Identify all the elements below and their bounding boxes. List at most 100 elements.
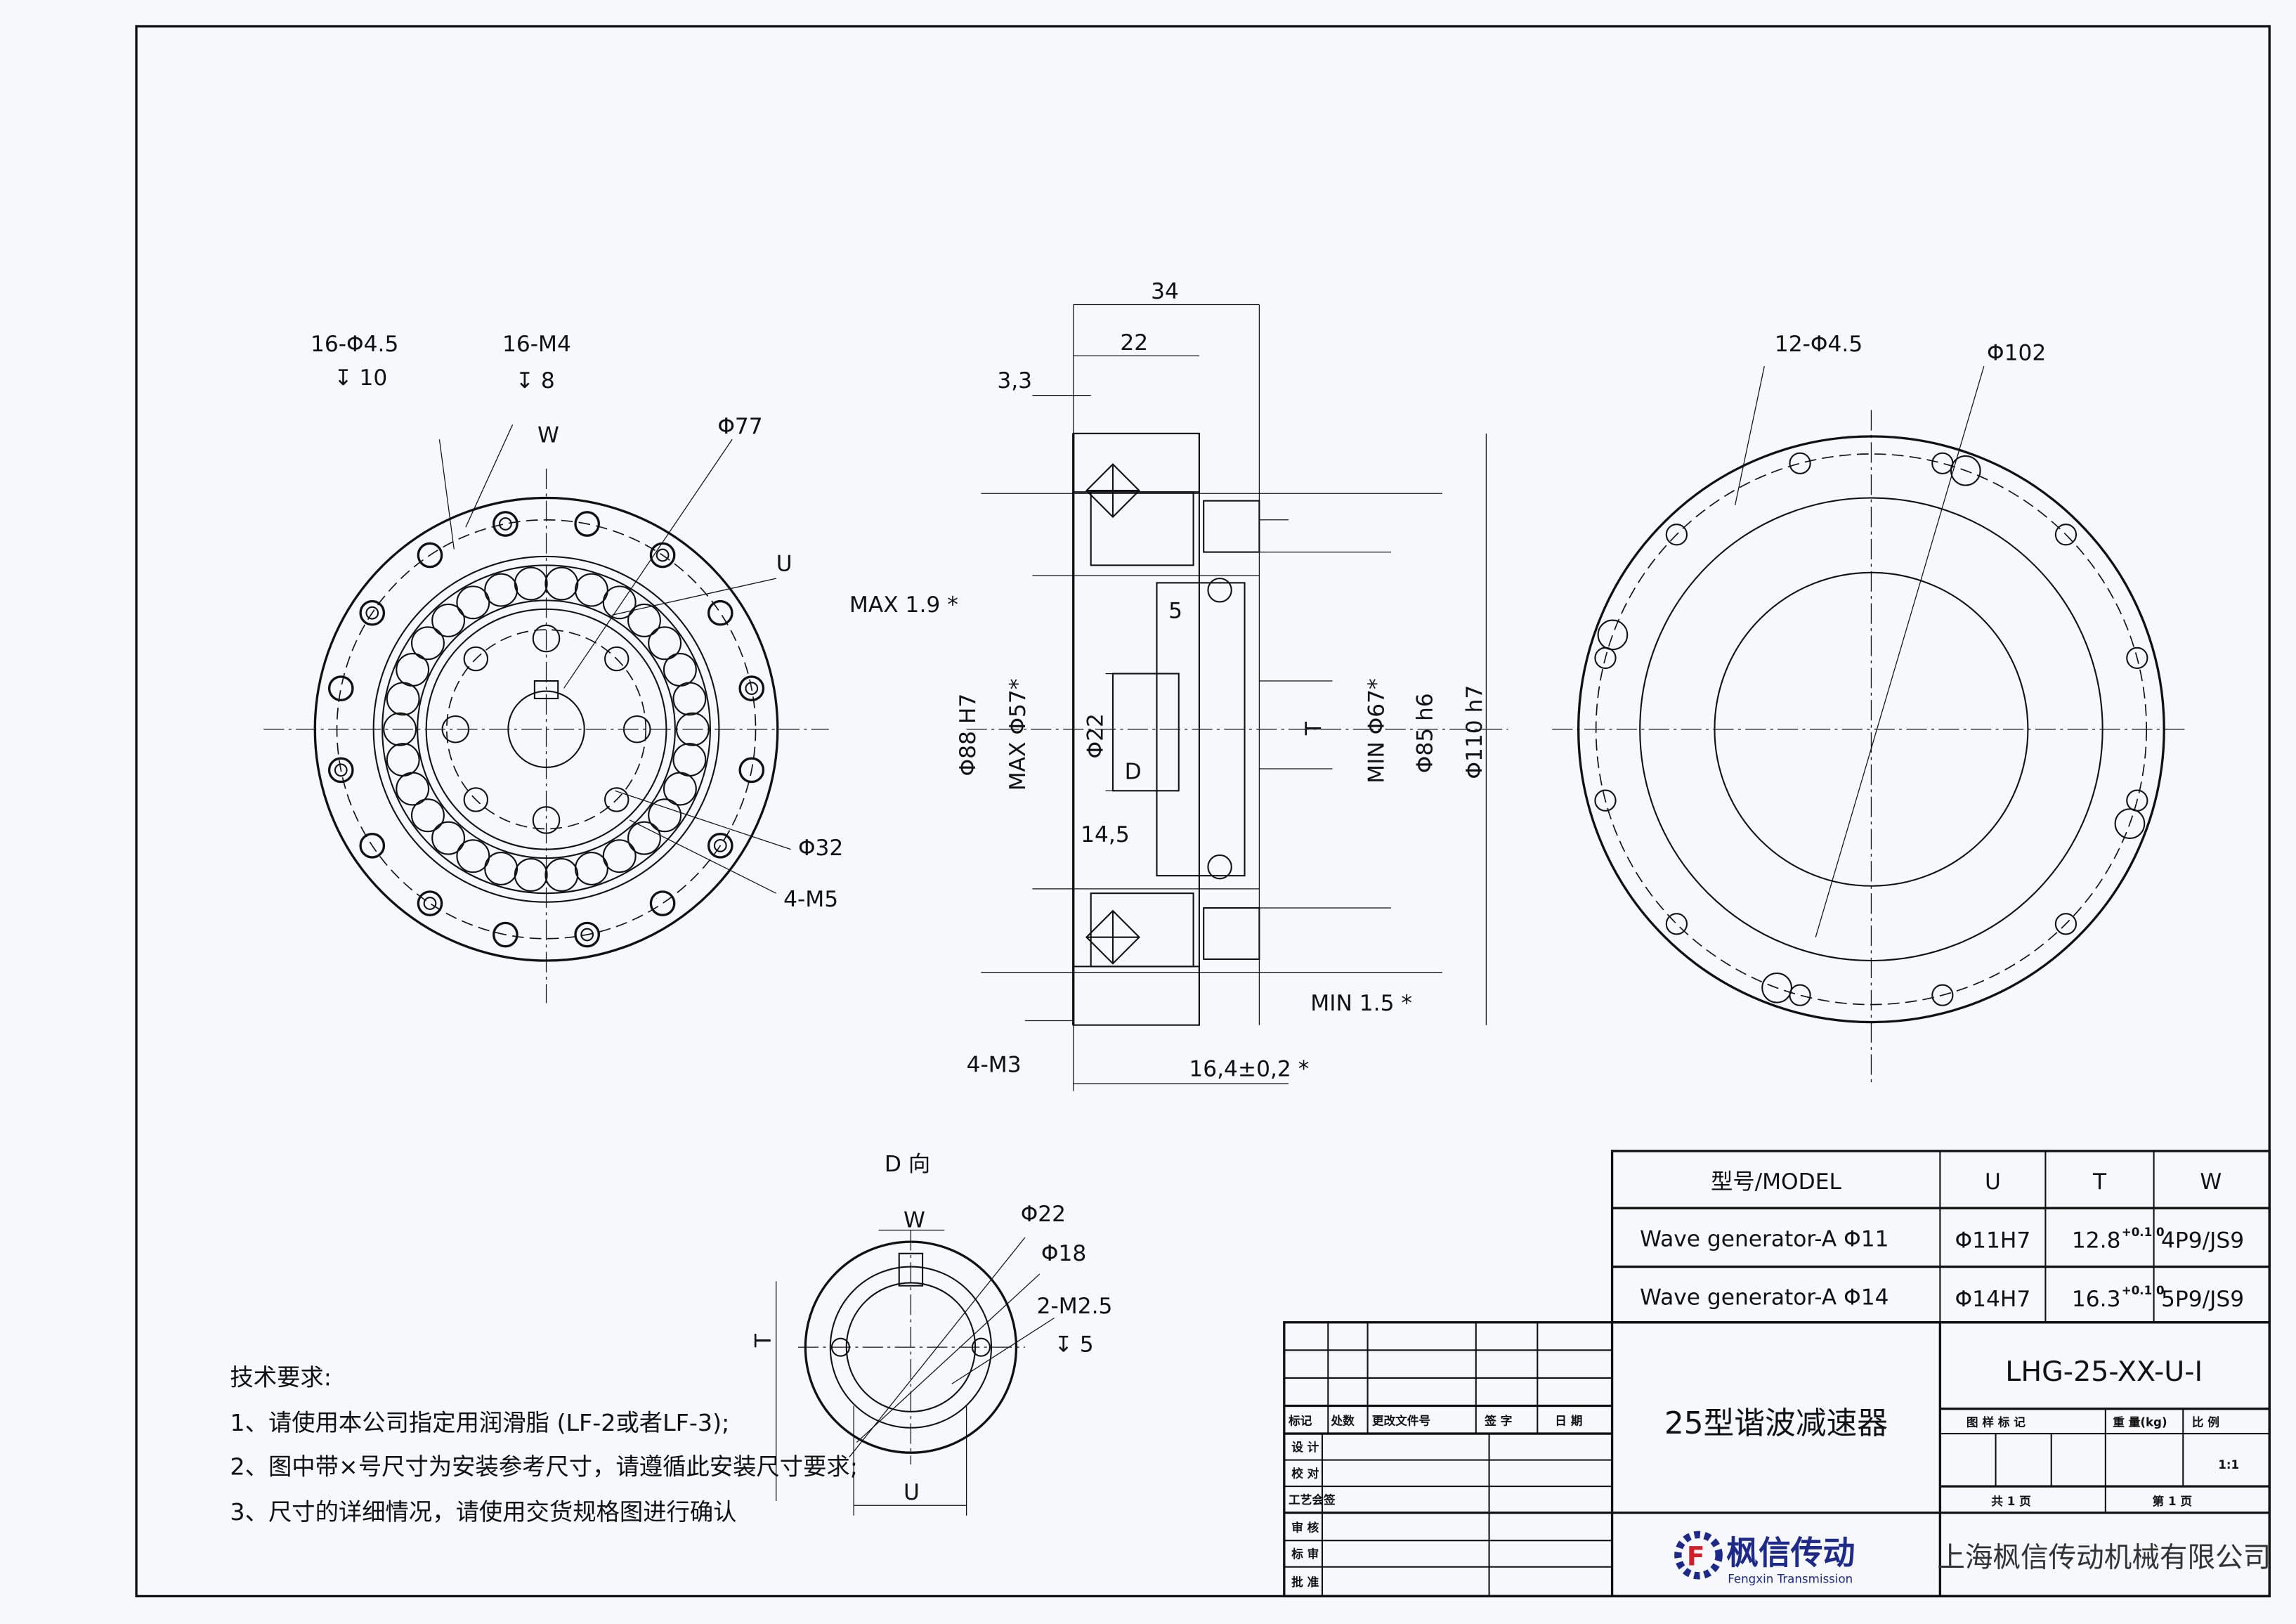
drawing-line xyxy=(951,1317,1055,1384)
roller xyxy=(602,839,637,873)
role: 工艺会签 xyxy=(1289,1493,1336,1507)
tech-title: 技术要求: xyxy=(230,1363,332,1391)
roller xyxy=(574,573,608,607)
roller xyxy=(648,798,682,833)
bolt-hole xyxy=(493,511,518,537)
label: T xyxy=(750,1333,776,1348)
hole xyxy=(2114,808,2146,839)
rev-header: 签 字 xyxy=(1484,1414,1512,1428)
bolt-hole xyxy=(1789,984,1811,1006)
label: U xyxy=(904,1480,920,1505)
rev-header: 日 期 xyxy=(1555,1415,1582,1428)
roller xyxy=(383,712,417,746)
bolt-hole xyxy=(707,832,733,859)
bearing-symbol xyxy=(1085,463,1140,519)
roller xyxy=(386,743,420,777)
section-part xyxy=(1072,966,1200,1026)
info-header: 图 样 标 记 xyxy=(1966,1415,2026,1429)
bolt-hole xyxy=(745,682,759,696)
label: ↧ 10 xyxy=(334,365,387,391)
bolt-hole xyxy=(359,599,386,626)
drawing-line xyxy=(1735,365,1765,506)
bolt-hole xyxy=(707,599,733,626)
roller xyxy=(431,821,466,855)
roller xyxy=(544,566,579,601)
section-part xyxy=(1111,673,1180,792)
rev-header: 处数 xyxy=(1330,1414,1355,1428)
roller xyxy=(396,772,430,806)
hole xyxy=(1761,972,1792,1003)
info-header: 重 量(kg) xyxy=(2113,1415,2167,1429)
roller xyxy=(431,603,466,637)
roller xyxy=(410,626,445,661)
roller xyxy=(484,851,518,885)
bolt-hole xyxy=(649,890,676,916)
bolt-hole xyxy=(1594,789,1617,812)
roller xyxy=(627,603,661,637)
bolt-hole xyxy=(1665,524,1688,546)
label: 34 xyxy=(1151,279,1179,304)
bolt-hole xyxy=(649,542,676,569)
roller xyxy=(456,839,490,873)
section-part xyxy=(898,1252,924,1287)
drawing-line xyxy=(612,578,776,616)
drawing-line xyxy=(849,1237,1026,1457)
cell: 16.3 xyxy=(2072,1287,2121,1312)
sheets-total: 共 1 页 xyxy=(1991,1495,2031,1508)
bolt-hole xyxy=(655,548,670,562)
drawing-number: LHG-25-XX-U-I xyxy=(2005,1356,2203,1388)
label: 2-M2.5 xyxy=(1037,1294,1113,1319)
ball xyxy=(1207,578,1232,603)
label: U xyxy=(776,552,792,577)
bolt-hole xyxy=(1931,984,1954,1006)
roller xyxy=(514,566,548,601)
header-w: W xyxy=(2200,1169,2222,1195)
sheet-number: 第 1 页 xyxy=(2153,1494,2193,1508)
bolt-hole xyxy=(574,921,601,948)
scale: 1:1 xyxy=(2218,1458,2239,1472)
cell: 5P9/JS9 xyxy=(2161,1287,2244,1312)
model-table: 型号/MODEL U T W Wave generator-A Φ11 Φ11H… xyxy=(1610,1150,2271,1324)
role: 批 准 xyxy=(1291,1575,1319,1589)
bolt-hole xyxy=(417,890,443,916)
logo-cn: 枫信传动 xyxy=(1726,1534,1855,1572)
bolt-hole xyxy=(423,897,437,910)
label: 3,3 xyxy=(997,368,1032,394)
m5-hole xyxy=(604,787,630,812)
m5-hole xyxy=(463,646,489,672)
roller xyxy=(672,743,707,777)
role: 校 对 xyxy=(1291,1467,1319,1481)
left-view-labels: 16-Φ4.5 ↧ 10 16-M4 ↧ 8 W Φ77 U Φ32 4-M5 xyxy=(311,332,843,912)
drawing-line xyxy=(563,439,733,689)
bolt-hole xyxy=(1789,452,1811,474)
bolt-hole xyxy=(493,921,518,948)
header-model: 型号/MODEL xyxy=(1711,1169,1841,1195)
technical-requirements: 技术要求: 1、请使用本公司指定用润滑脂 (LF-2或者LF-3); 2、图中带… xyxy=(230,1363,858,1526)
rev-header: 更改文件号 xyxy=(1372,1414,1430,1428)
bolt-hole xyxy=(713,838,727,852)
label: ↧ 8 xyxy=(516,368,555,394)
drawing-line xyxy=(1815,365,1985,937)
d-view-labels: D 向 W Φ22 Φ18 2-M2.5 ↧ 5 T U xyxy=(750,1152,1112,1505)
label: MIN Φ67* xyxy=(1364,678,1390,783)
label: ↧ 5 xyxy=(1055,1332,1094,1357)
geometry xyxy=(263,304,2189,1516)
label: Φ22 xyxy=(1083,713,1108,758)
title-block: 标记 处数 更改文件号 签 字 日 期 设 计 校 对 工艺会签 审 核 标 审… xyxy=(1283,1321,2271,1598)
drawing-line xyxy=(856,1273,1041,1443)
drawing-frame xyxy=(135,25,2271,1598)
label: Φ77 xyxy=(717,414,762,439)
section-view-labels: 34 22 3,3 MAX 1.9 * 5 Φ88 H7 MAX Φ57* Φ2… xyxy=(849,279,1487,1082)
roller xyxy=(396,653,430,687)
bolt-hole xyxy=(2126,647,2148,669)
label: Φ22 xyxy=(1021,1202,1066,1227)
roller xyxy=(410,798,445,833)
header-t: T xyxy=(2092,1169,2107,1195)
section-part xyxy=(1203,907,1260,960)
tech-item: 3、尺寸的详细情况，请使用交货规格图进行确认 xyxy=(230,1498,736,1526)
roller xyxy=(386,682,420,716)
roller xyxy=(663,653,697,687)
ball xyxy=(1207,854,1232,880)
label: 22 xyxy=(1120,330,1148,356)
